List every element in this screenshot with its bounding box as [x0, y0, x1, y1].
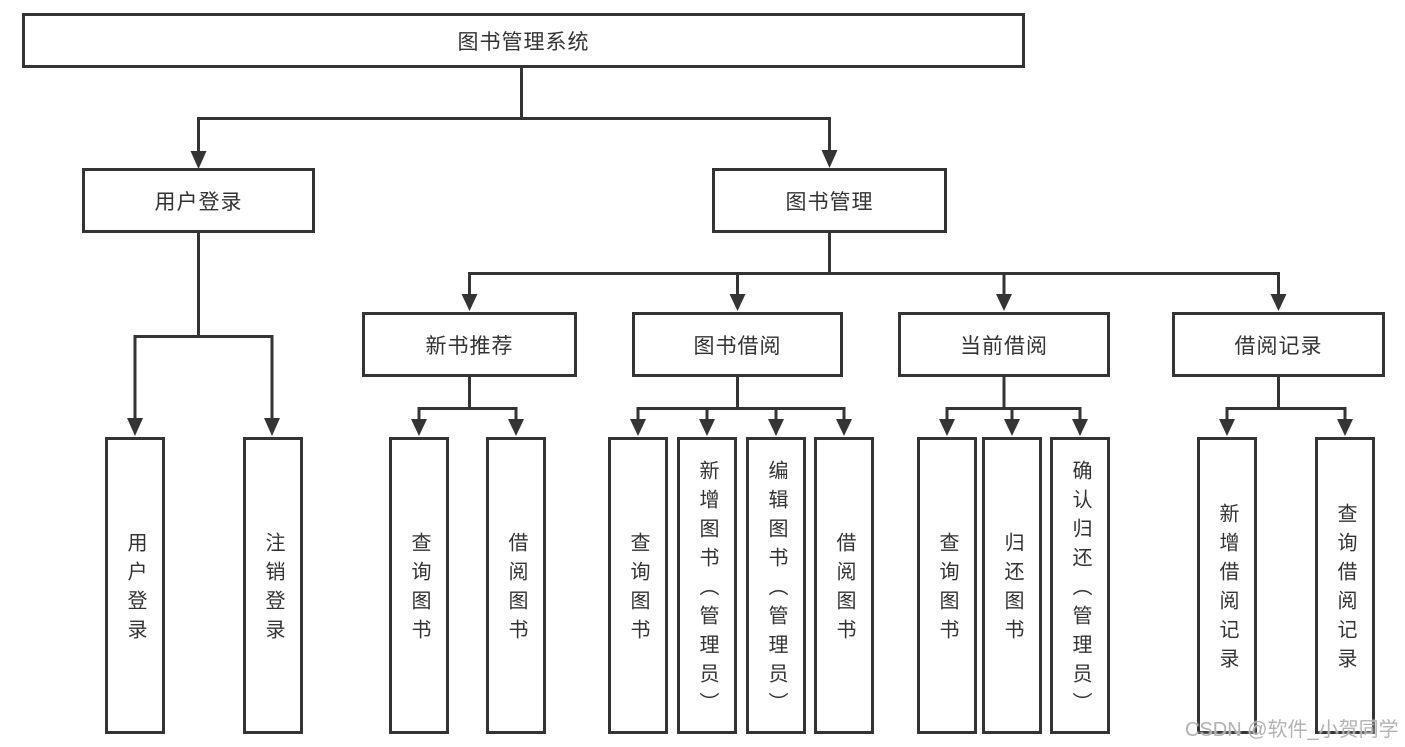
node-book-mgmt: 图书管理 [712, 168, 947, 233]
arrow-down-icon [1337, 419, 1353, 436]
leaf-query-borrow-record-label: 查询借阅记录 [1334, 503, 1356, 677]
edges-book-mgmt [461, 233, 1287, 311]
arrow-down-icon [264, 418, 280, 436]
leaf-return-book-label: 归还图书 [1001, 532, 1023, 648]
arrow-down-icon [729, 294, 746, 311]
arrow-down-icon [411, 419, 427, 436]
leaf-borrow-books-2: 借阅图书 [814, 437, 874, 734]
arrow-down-icon [836, 419, 852, 436]
node-current-borrow-label: 当前借阅 [960, 334, 1048, 358]
arrow-down-icon [1004, 419, 1020, 436]
leaf-user-login-label: 用户登录 [124, 532, 146, 648]
leaf-query-books-2: 查询图书 [608, 437, 668, 734]
arrow-down-icon [1072, 419, 1088, 436]
leaf-borrow-books-1-label: 借阅图书 [505, 532, 527, 648]
leaf-query-books-3-label: 查询图书 [936, 532, 958, 648]
arrow-down-icon [127, 418, 143, 436]
edges-book-borrow [630, 377, 852, 436]
arrow-down-icon [1270, 294, 1287, 311]
edges-user-login [127, 233, 280, 436]
leaf-edit-book-admin: 编辑图书（管理员） [746, 437, 806, 734]
arrow-down-icon [461, 294, 478, 311]
leaf-logout-label: 注销登录 [262, 532, 284, 648]
leaf-logout: 注销登录 [243, 437, 303, 734]
watermark: CSDN @软件_小贺同学 [1185, 719, 1399, 741]
leaf-add-borrow-record-label: 新增借阅记录 [1216, 503, 1238, 677]
leaf-query-books-2-label: 查询图书 [627, 532, 649, 648]
arrow-down-icon [1219, 419, 1235, 436]
node-book-mgmt-label: 图书管理 [785, 190, 874, 214]
leaf-borrow-books-2-label: 借阅图书 [833, 532, 855, 648]
leaf-edit-book-admin-label: 编辑图书（管理员） [765, 459, 787, 721]
leaf-query-borrow-record: 查询借阅记录 [1315, 437, 1375, 734]
arrow-down-icon [821, 150, 838, 168]
node-user-login-label: 用户登录 [154, 190, 243, 214]
node-book-borrow-label: 图书借阅 [693, 334, 782, 358]
leaf-query-books-1: 查询图书 [389, 437, 449, 734]
node-root-label: 图书管理系统 [457, 30, 590, 54]
arrow-down-icon [699, 419, 715, 436]
leaf-add-book-admin-label: 新增图书（管理员） [696, 459, 718, 721]
leaf-borrow-books-1: 借阅图书 [486, 437, 546, 734]
leaf-return-book: 归还图书 [982, 437, 1042, 734]
arrow-down-icon [996, 294, 1012, 311]
edges-root [190, 68, 838, 169]
edges-borrow-records [1219, 377, 1353, 436]
edges-current-borrow [939, 377, 1088, 436]
node-borrow-records: 借阅记录 [1172, 312, 1385, 377]
arrow-down-icon [939, 419, 955, 436]
node-book-borrow: 图书借阅 [632, 312, 843, 377]
leaf-confirm-return-admin: 确认归还（管理员） [1050, 437, 1110, 734]
leaf-user-login: 用户登录 [105, 437, 165, 734]
leaf-query-books-1-label: 查询图书 [408, 532, 430, 648]
leaf-add-book-admin: 新增图书（管理员） [677, 437, 737, 734]
arrow-down-icon [630, 419, 646, 436]
arrow-down-icon [508, 419, 524, 436]
leaf-query-books-3: 查询图书 [917, 437, 977, 734]
edges-new-books [411, 377, 524, 436]
node-new-books-label: 新书推荐 [425, 334, 514, 358]
node-borrow-records-label: 借阅记录 [1234, 334, 1323, 358]
node-user-login: 用户登录 [82, 168, 315, 233]
leaf-add-borrow-record: 新增借阅记录 [1197, 437, 1257, 734]
arrow-down-icon [768, 419, 784, 436]
leaf-confirm-return-admin-label: 确认归还（管理员） [1069, 459, 1091, 721]
node-current-borrow: 当前借阅 [898, 312, 1110, 377]
node-new-books: 新书推荐 [362, 312, 577, 377]
arrow-down-icon [190, 151, 207, 169]
node-root: 图书管理系统 [22, 13, 1025, 68]
